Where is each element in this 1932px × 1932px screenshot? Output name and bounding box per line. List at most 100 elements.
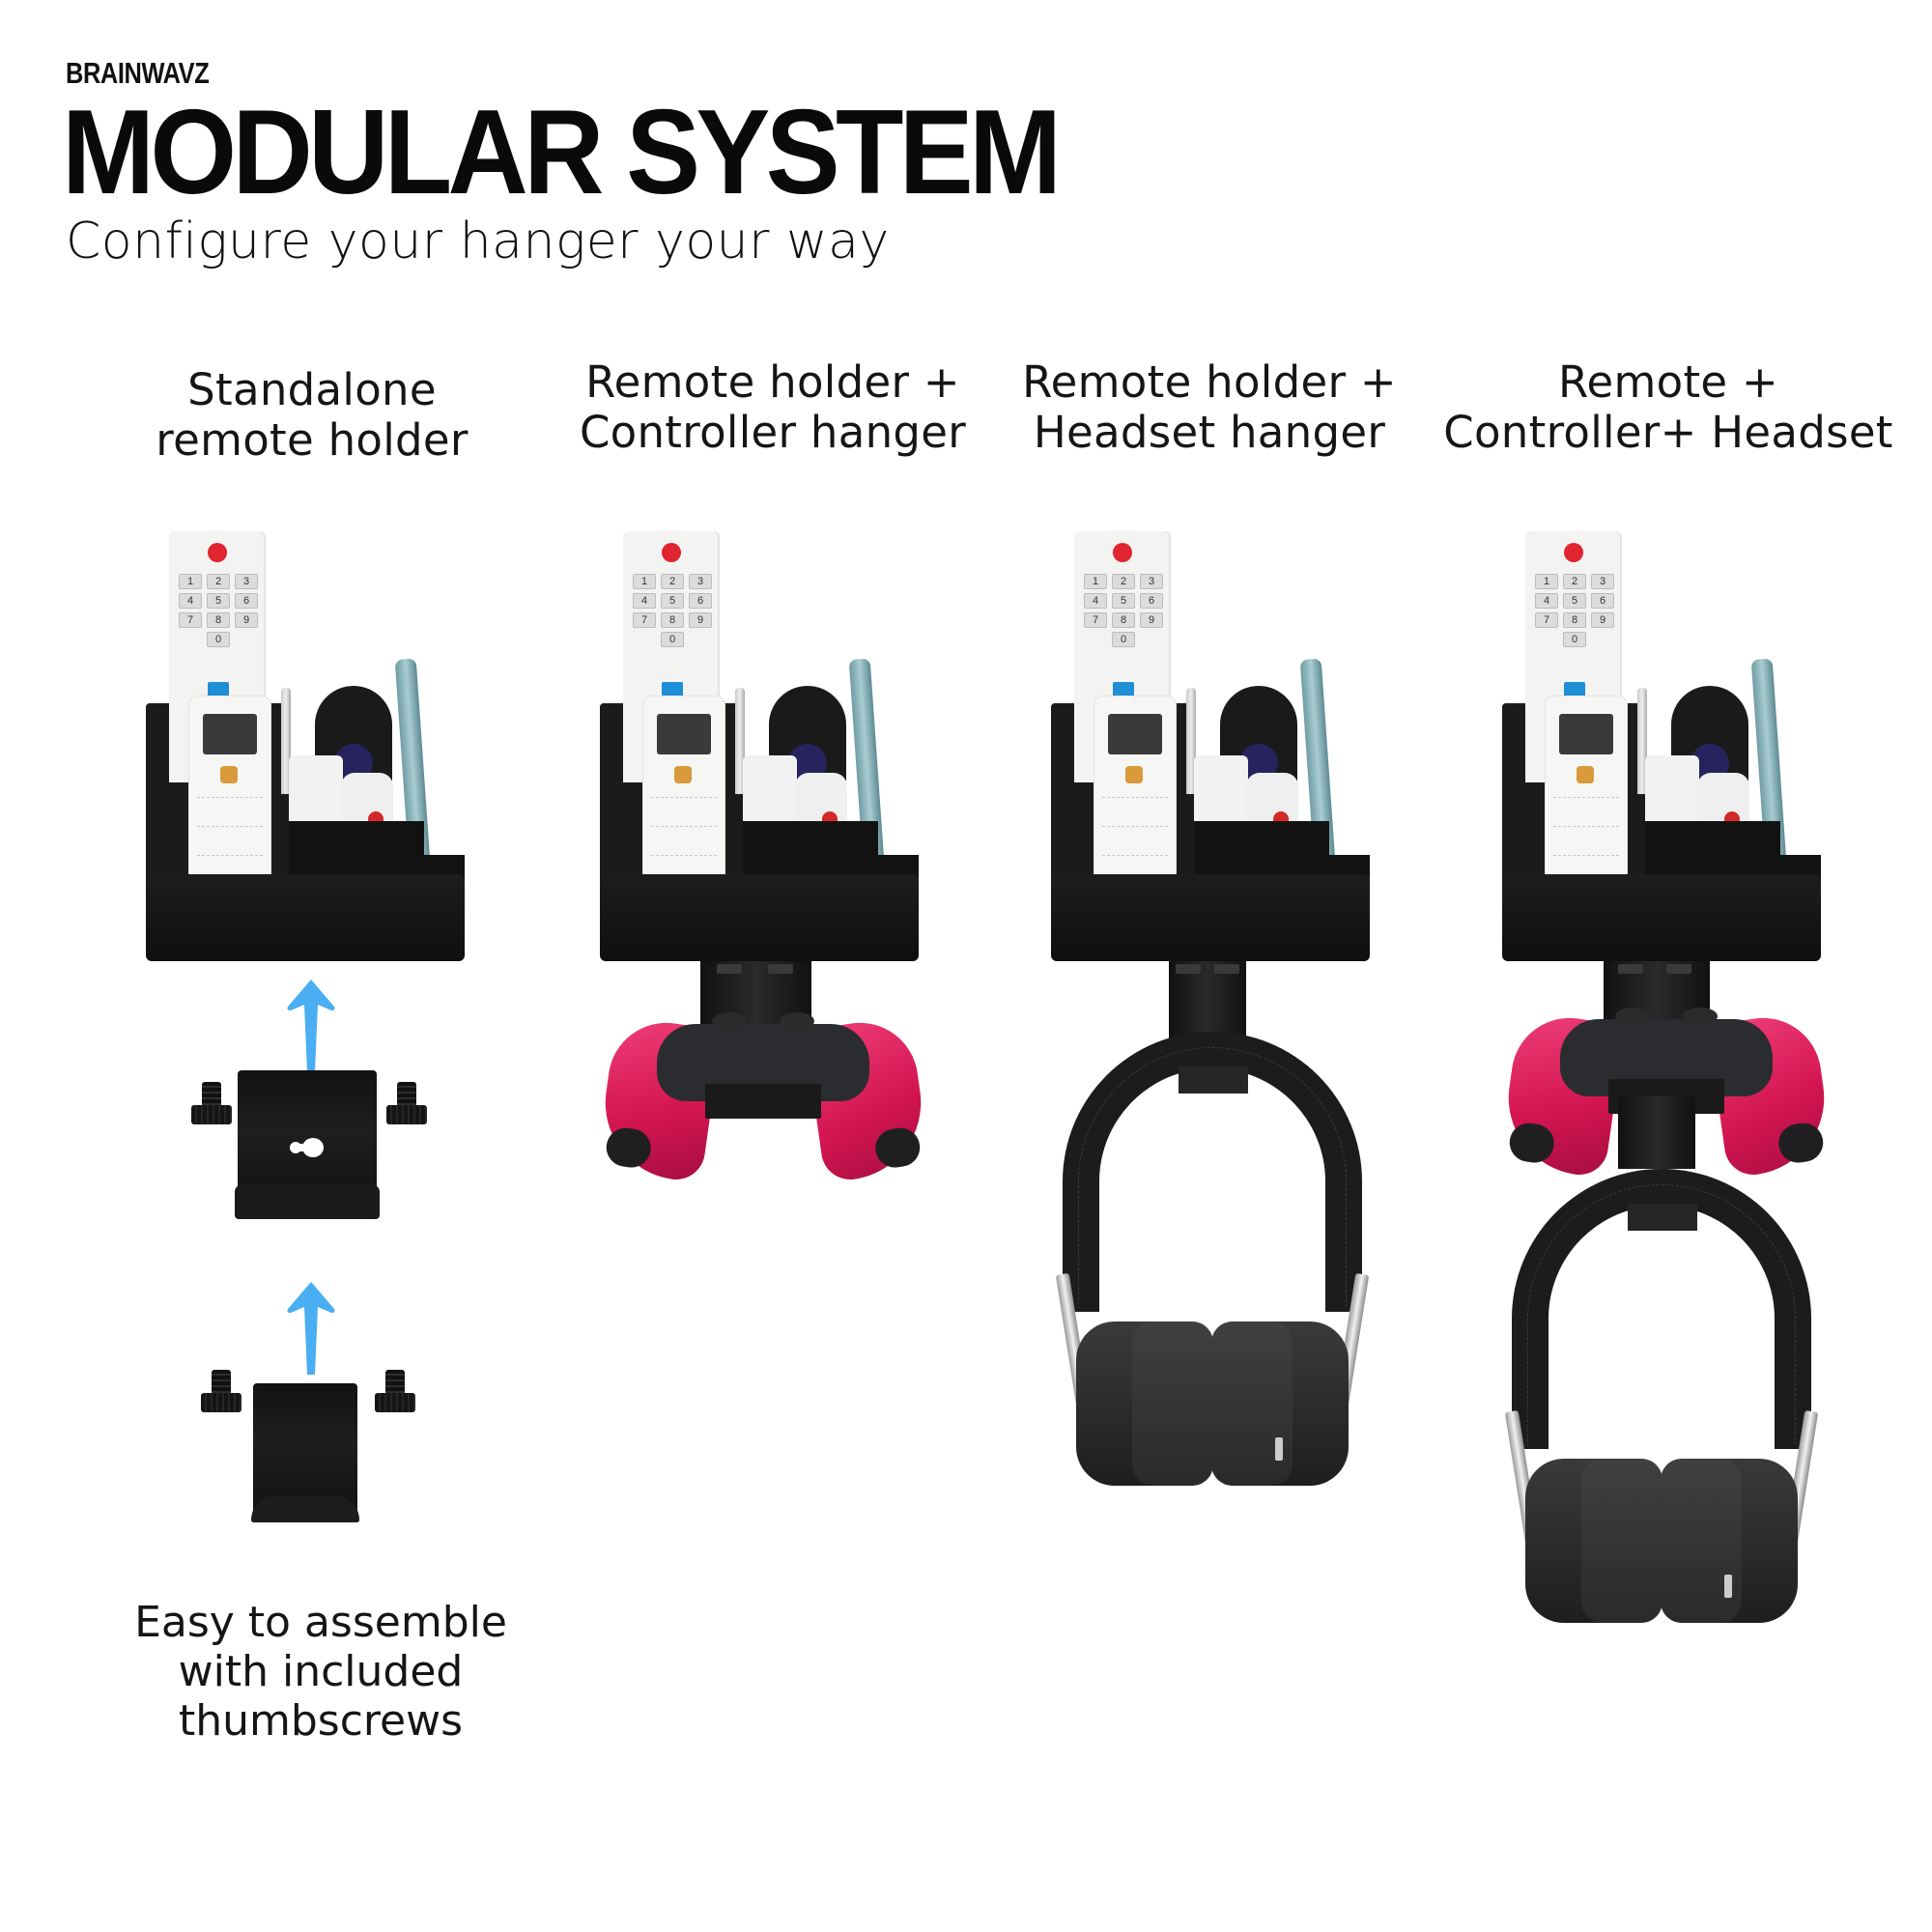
headband-stitching xyxy=(1078,1047,1347,1308)
remote-key: 8 xyxy=(661,612,684,628)
brand-name: BRAINWAVZ xyxy=(66,56,210,90)
pen xyxy=(735,688,745,794)
remote-key: 2 xyxy=(1563,574,1586,589)
remote-key: 3 xyxy=(1591,574,1614,589)
assembly-note-line3: thumbscrews xyxy=(178,1696,464,1746)
remote-key: 1 xyxy=(633,574,656,589)
button-row xyxy=(1102,826,1168,840)
remote-key: 2 xyxy=(1112,574,1135,589)
button-row xyxy=(1102,797,1168,811)
ac-power-icon xyxy=(674,766,692,783)
thumbscrew-icon xyxy=(201,1370,242,1414)
remote-key: 6 xyxy=(1591,593,1614,609)
assembly-note-line1: Easy to assemble xyxy=(134,1598,507,1647)
thumbscrew-icon xyxy=(1618,964,1643,974)
power-button-icon xyxy=(1564,543,1583,562)
holder-front-compartment xyxy=(1051,874,1370,961)
remote-key: 4 xyxy=(1535,593,1558,609)
pen xyxy=(281,688,291,794)
bracket-lip xyxy=(235,1184,380,1219)
ac-remote xyxy=(1545,696,1628,905)
remote-key: 6 xyxy=(689,593,712,609)
config-heading-line2: remote holder xyxy=(156,414,469,466)
config-heading-standalone: Standalone remote holder xyxy=(85,365,539,466)
holder-front-compartment xyxy=(600,874,919,961)
button-row xyxy=(1102,855,1168,869)
config-heading-line1: Remote + xyxy=(1557,356,1779,408)
ac-power-icon xyxy=(1577,766,1594,783)
remote-key: 9 xyxy=(1140,612,1163,628)
thumbscrew-icon xyxy=(1176,964,1201,974)
remote-key: 9 xyxy=(1591,612,1614,628)
button-row xyxy=(651,826,717,840)
arrow-up-icon xyxy=(287,980,335,1072)
arrow-up-icon xyxy=(287,1282,335,1375)
remote-key: 1 xyxy=(179,574,202,589)
config-heading-controller: Remote holder + Controller hanger xyxy=(546,357,1000,458)
thumbstick-icon xyxy=(1683,1008,1718,1025)
thumbstick-icon xyxy=(1615,1008,1650,1025)
button-row xyxy=(1553,797,1619,811)
thumbscrew-icon xyxy=(375,1370,415,1414)
ac-power-icon xyxy=(1125,766,1143,783)
remote-key: 8 xyxy=(1112,612,1135,628)
button-row xyxy=(1553,826,1619,840)
remote-key: 4 xyxy=(1084,593,1107,609)
remote-key: 0 xyxy=(1112,632,1135,647)
remote-key: 9 xyxy=(689,612,712,628)
headset-bracket xyxy=(1618,1096,1695,1169)
remote-key: 7 xyxy=(633,612,656,628)
remote-key: 3 xyxy=(1140,574,1163,589)
remote-key: 6 xyxy=(235,593,258,609)
remote-key: 1 xyxy=(1084,574,1107,589)
holder-front-compartment xyxy=(1502,874,1821,961)
power-button-icon xyxy=(1113,543,1132,562)
earpad-left xyxy=(1581,1459,1662,1623)
button-row xyxy=(651,797,717,811)
remote-holder: 1 2 3 4 5 6 7 8 9 0 xyxy=(1502,531,1821,961)
remote-key: 3 xyxy=(235,574,258,589)
remote-key: 7 xyxy=(1084,612,1107,628)
remote-key: 4 xyxy=(179,593,202,609)
config-heading-line1: Standalone xyxy=(187,364,437,415)
remote-key: 5 xyxy=(1112,593,1135,609)
page-subtitle: Configure your hanger your way xyxy=(66,213,890,270)
config-heading-line1: Remote holder + xyxy=(585,356,960,408)
config-heading-headset: Remote holder + Headset hanger xyxy=(982,357,1436,458)
config-heading-line2: Controller+ Headset xyxy=(1443,407,1893,458)
remote-holder: 1 2 3 4 5 6 7 8 9 0 xyxy=(600,531,919,961)
config-heading-combined: Remote + Controller+ Headset xyxy=(1436,357,1900,458)
headset xyxy=(1053,1032,1372,1486)
remote-key: 8 xyxy=(207,612,230,628)
headset-bracket-part xyxy=(251,1383,359,1522)
button-row xyxy=(651,855,717,869)
headset-hook xyxy=(1628,1204,1697,1231)
remote-key: 9 xyxy=(235,612,258,628)
button-row xyxy=(197,855,263,869)
pen xyxy=(1186,688,1196,794)
button-row xyxy=(197,797,263,811)
remote-holder: 1 2 3 4 5 6 7 8 9 0 xyxy=(1051,531,1370,961)
power-button-icon xyxy=(662,543,681,562)
thumbscrew-icon xyxy=(386,1082,427,1126)
remote-key: 4 xyxy=(633,593,656,609)
thumbscrew-icon xyxy=(768,964,793,974)
button-row xyxy=(1553,855,1619,869)
keyhole-icon xyxy=(290,1138,324,1157)
remote-key: 1 xyxy=(1535,574,1558,589)
assembly-note: Easy to assemble with included thumbscre… xyxy=(89,1598,553,1746)
remote-key: 5 xyxy=(661,593,684,609)
volume-slider-icon xyxy=(1275,1437,1283,1461)
headset xyxy=(1502,1169,1821,1623)
page-title: MODULAR SYSTEM xyxy=(62,86,1062,219)
remote-key: 7 xyxy=(179,612,202,628)
lcd-screen xyxy=(203,714,257,754)
config-heading-line1: Remote holder + xyxy=(1022,356,1397,408)
ac-remote xyxy=(188,696,271,905)
config-heading-line2: Headset hanger xyxy=(1033,407,1386,458)
remote-key: 0 xyxy=(1563,632,1586,647)
controller-cradle xyxy=(705,1084,821,1119)
ac-power-icon xyxy=(220,766,238,783)
earpad-left xyxy=(1132,1321,1213,1486)
thumbscrew-icon xyxy=(1214,964,1239,974)
